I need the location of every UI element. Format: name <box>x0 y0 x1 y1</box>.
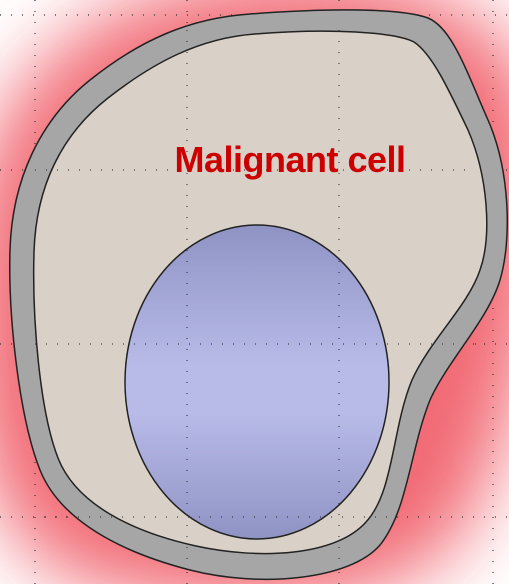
nucleus <box>125 225 389 539</box>
cell-label: Malignant cell <box>174 139 405 180</box>
